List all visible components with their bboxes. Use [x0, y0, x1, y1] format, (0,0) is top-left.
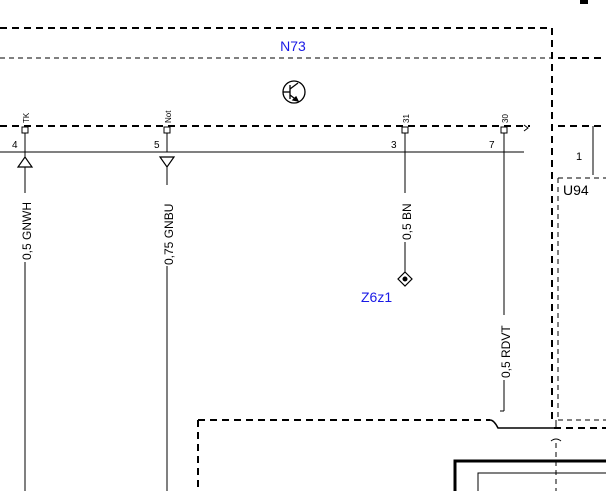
- wire-label-bn: 0,5 BN: [400, 203, 414, 240]
- wire-label-gnbu: 0,75 GNBU: [162, 204, 176, 265]
- pin-name-30: 30: [501, 114, 510, 123]
- pin-connector-tk: TK 4: [12, 112, 31, 152]
- wire-rdvt: [500, 152, 505, 412]
- transistor-icon: [282, 80, 306, 104]
- lower-module-boundary: [197, 419, 606, 491]
- pin-number-5: 5: [154, 140, 160, 151]
- pin-name-tk: TK: [22, 112, 31, 123]
- corner-mark: [580, 0, 588, 4]
- wire-label-gnwh: 0,5 GNWH: [20, 202, 34, 260]
- module-u94-boundary: [557, 57, 606, 421]
- ground-point-icon: [397, 242, 413, 287]
- pin-number-7: 7: [489, 140, 495, 151]
- pin-connector-31: 31 3: [391, 114, 411, 193]
- wire-label-rdvt: 0,5 RDVT: [499, 325, 513, 378]
- pin-connector-not: Not 5: [154, 110, 173, 152]
- pin-number-3: 3: [391, 140, 397, 151]
- connector-block: [453, 459, 606, 491]
- ground-label-z6z1: Z6z1: [361, 289, 392, 305]
- pin-connector-30: 30 7: [489, 114, 510, 152]
- break-mark: [523, 124, 529, 132]
- pin-name-31: 31: [402, 114, 411, 123]
- right-pin-number: 1: [576, 151, 582, 163]
- pin-name-not: Not: [164, 110, 173, 123]
- pin-number-4: 4: [12, 140, 18, 151]
- module-label-n73: N73: [280, 38, 306, 54]
- wire-gnbu: [158, 156, 176, 491]
- module-label-u94: U94: [563, 182, 589, 198]
- wire-gnwh: [16, 152, 34, 491]
- module-n73-boundary: [0, 27, 553, 420]
